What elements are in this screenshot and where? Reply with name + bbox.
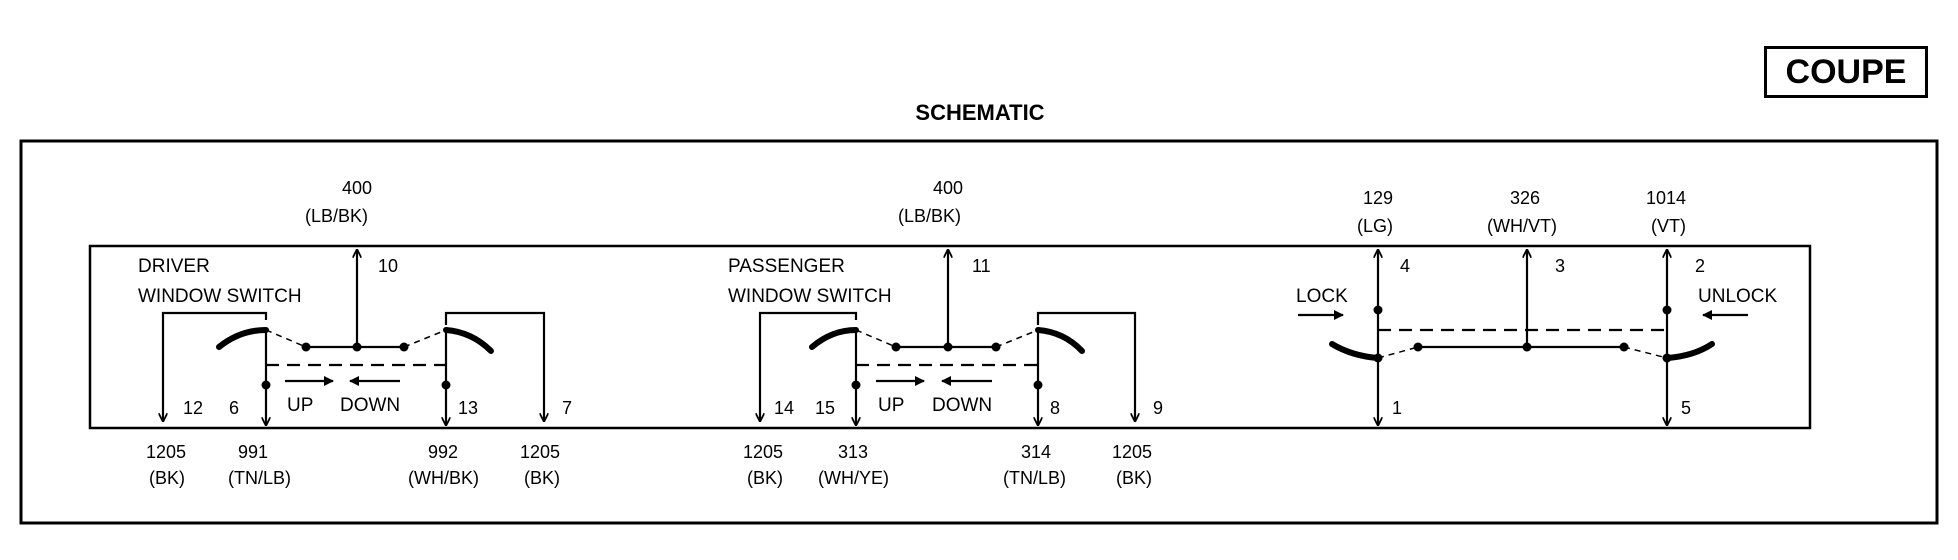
lock-pin-3: 3	[1555, 256, 1565, 276]
passenger-bottom-color-3: (TN/LB)	[1003, 468, 1066, 488]
passenger-bottom-circuit-1: 1205	[743, 442, 783, 462]
driver-bottom-circuit-2: 991	[238, 442, 268, 462]
passenger-top-pin: 11	[972, 256, 991, 276]
driver-label-line1: DRIVER	[138, 256, 210, 277]
switch-module-box	[88, 244, 1812, 430]
passenger-bottom-circuit-2: 313	[838, 442, 868, 462]
lock-pin-1: 1	[1392, 398, 1402, 418]
coupe-badge: COUPE	[1764, 46, 1928, 98]
passenger-bottom-color-4: (BK)	[1116, 468, 1152, 488]
passenger-pin-9: 9	[1153, 398, 1163, 418]
lock-label: LOCK	[1296, 286, 1348, 307]
unlock-label: UNLOCK	[1698, 286, 1778, 307]
driver-bottom-circuit-1: 1205	[146, 442, 186, 462]
passenger-label-line2: WINDOW SWITCH	[728, 286, 892, 307]
driver-up-label: UP	[287, 395, 313, 416]
passenger-bottom-color-1: (BK)	[747, 468, 783, 488]
driver-bottom-color-3: (WH/BK)	[408, 468, 479, 488]
driver-bottom-color-1: (BK)	[149, 468, 185, 488]
driver-down-label: DOWN	[340, 395, 400, 416]
driver-pin-7: 7	[562, 398, 572, 418]
passenger-up-label: UP	[878, 395, 904, 416]
passenger-bottom-color-2: (WH/YE)	[818, 468, 889, 488]
passenger-bottom-circuit-3: 314	[1021, 442, 1051, 462]
lock-top-color-1: (LG)	[1357, 216, 1393, 236]
passenger-label-line1: PASSENGER	[728, 256, 845, 277]
outer-frame	[19, 139, 1939, 525]
driver-pin-12: 12	[183, 398, 203, 418]
passenger-top-circuit: 400	[933, 178, 963, 198]
passenger-window-switch: PASSENGER WINDOW SWITCH 11 400 (LB/BK) U…	[728, 178, 1163, 488]
lock-pin-4: 4	[1400, 256, 1410, 276]
lock-top-color-3: (VT)	[1651, 216, 1686, 236]
passenger-pin-8: 8	[1050, 398, 1060, 418]
passenger-top-color: (LB/BK)	[898, 206, 961, 226]
passenger-pin-14: 14	[774, 398, 794, 418]
passenger-down-label: DOWN	[932, 395, 992, 416]
schematic-title: SCHEMATIC	[915, 100, 1045, 125]
driver-label-line2: WINDOW SWITCH	[138, 286, 302, 307]
lock-top-circuit-3: 1014	[1646, 188, 1686, 208]
lock-top-circuit-2: 326	[1510, 188, 1540, 208]
lock-top-circuit-1: 129	[1363, 188, 1393, 208]
lock-pin-5: 5	[1681, 398, 1691, 418]
passenger-bottom-circuit-4: 1205	[1112, 442, 1152, 462]
lock-top-color-2: (WH/VT)	[1487, 216, 1557, 236]
driver-bottom-circuit-3: 992	[428, 442, 458, 462]
door-lock-switch: 129 (LG) 326 (WH/VT) 1014 (VT) 4 1 3 2 5	[1296, 188, 1778, 425]
driver-bottom-color-4: (BK)	[524, 468, 560, 488]
driver-bottom-circuit-4: 1205	[520, 442, 560, 462]
driver-bottom-color-2: (TN/LB)	[228, 468, 291, 488]
driver-pin-6: 6	[229, 398, 239, 418]
driver-top-color: (LB/BK)	[305, 206, 368, 226]
driver-top-circuit: 400	[342, 178, 372, 198]
driver-pin-13: 13	[458, 398, 478, 418]
lock-pin-2: 2	[1695, 256, 1705, 276]
passenger-pin-15: 15	[815, 398, 835, 418]
driver-window-switch: DRIVER WINDOW SWITCH 10 400 (LB/BK) UP D…	[138, 178, 572, 488]
driver-top-pin: 10	[378, 256, 398, 276]
